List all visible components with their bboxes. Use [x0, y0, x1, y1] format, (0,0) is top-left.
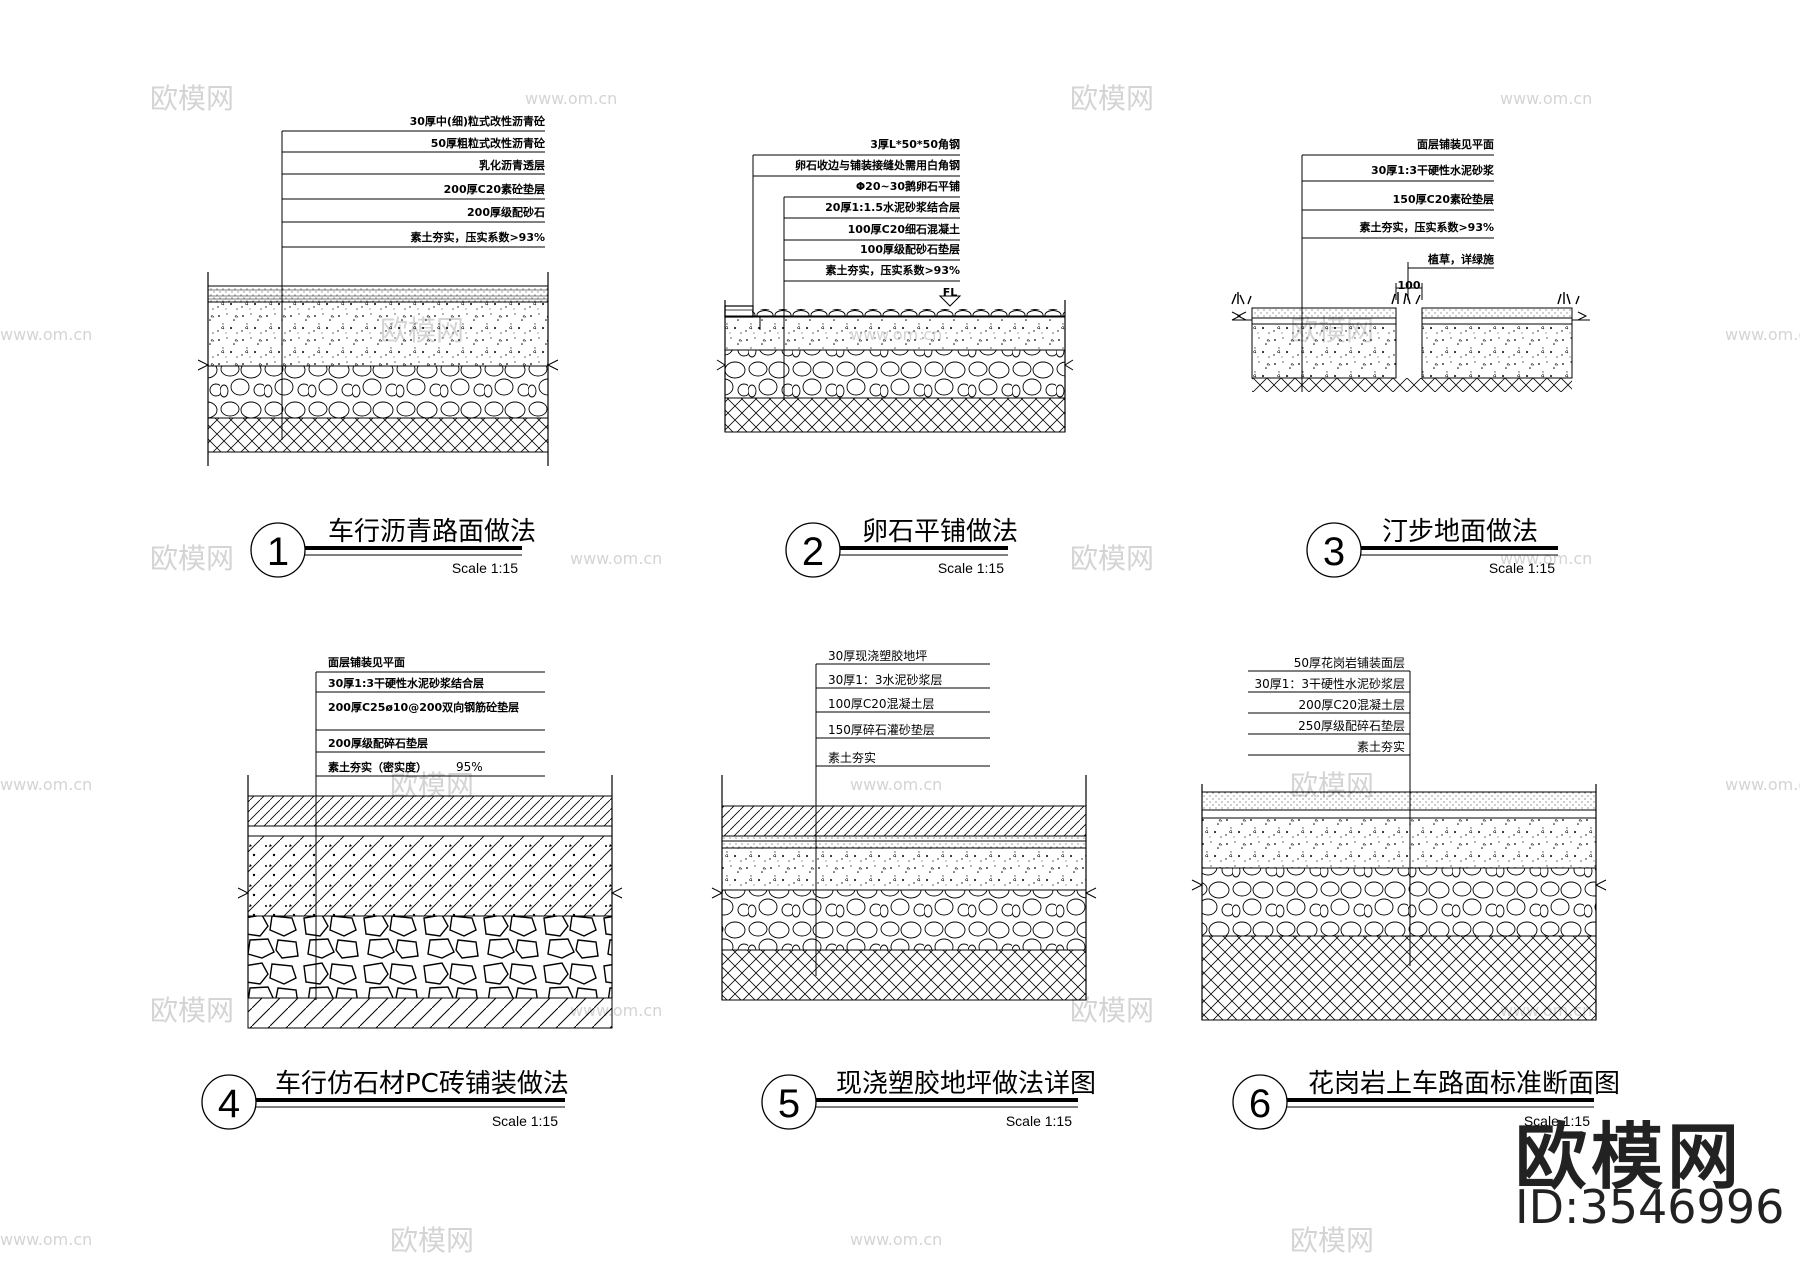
svg-text:www.om.cn: www.om.cn	[0, 325, 92, 344]
detail-3-title: 汀步地面做法	[1382, 517, 1538, 547]
detail-3-section	[1231, 155, 1590, 392]
detail-3-label-4: 素土夯实，压实系数>93%	[1359, 220, 1494, 234]
detail-5-title-block: 5	[761, 1074, 1078, 1130]
detail-6-label-5: 素土夯实	[1357, 739, 1405, 754]
detail-1-label-1: 30厚中(细)粒式改性沥青砼	[410, 114, 546, 128]
svg-text:欧模网: 欧模网	[390, 1224, 474, 1257]
detail-4-title: 车行仿石材PC砖铺装做法	[275, 1069, 569, 1099]
svg-text:欧模网: 欧模网	[150, 82, 234, 115]
detail-2-leaders	[753, 154, 960, 282]
detail-4-label-4: 200厚级配碎石垫层	[328, 736, 428, 750]
detail-5-scale: Scale 1:15	[1006, 1113, 1072, 1129]
detail-5-label-3: 100厚C20混凝土层	[828, 696, 935, 711]
detail-6-scale: Scale 1:15	[1524, 1113, 1590, 1129]
detail-1-number: 1	[267, 530, 289, 574]
brand-logo: 欧模网	[1515, 1115, 1744, 1199]
detail-6-section	[1191, 671, 1607, 1021]
detail-1-label-3: 乳化沥青透层	[479, 158, 545, 172]
detail-2-label-5: 100厚C20细石混凝土	[848, 222, 960, 236]
detail-3-label-1: 面层铺装见平面	[1417, 137, 1494, 151]
detail-4-number: 4	[218, 1082, 240, 1126]
detail-2-section	[716, 155, 1074, 433]
detail-5-label-4: 150厚碎石灌砂垫层	[828, 722, 935, 737]
detail-4-section	[237, 672, 623, 1029]
detail-2-label-6: 100厚级配砂石垫层	[860, 242, 960, 256]
detail-2-label-7: 素土夯实，压实系数>93%	[825, 263, 960, 277]
detail-5-label-2: 30厚1：3水泥砂浆层	[828, 672, 943, 687]
detail-2-title-block: 2	[785, 522, 1008, 578]
svg-text:www.om.cn: www.om.cn	[1725, 325, 1800, 344]
detail-2-label-3: Φ20~30鹅卵石平铺	[856, 179, 960, 193]
svg-text:www.om.cn: www.om.cn	[0, 775, 92, 794]
svg-text:欧模网: 欧模网	[1070, 542, 1154, 575]
detail-6-title-block: 6	[1232, 1074, 1594, 1130]
svg-text:www.om.cn: www.om.cn	[525, 89, 617, 108]
detail-5-leaders	[816, 663, 990, 767]
detail-6-label-2: 30厚1：3干硬性水泥砂浆层	[1254, 676, 1405, 691]
detail-5-number: 5	[778, 1082, 800, 1126]
detail-3-leaders	[1302, 154, 1494, 269]
detail-6-label-4: 250厚级配碎石垫层	[1298, 718, 1405, 733]
detail-5-title: 现浇塑胶地坪做法详图	[836, 1069, 1096, 1099]
detail-5-section	[711, 664, 1097, 1001]
detail-2-fl-marker: FL	[943, 286, 958, 299]
detail-2-label-2: 卵石收边与铺装接缝处需用白角钢	[795, 158, 960, 172]
detail-1-title: 车行沥青路面做法	[328, 517, 536, 547]
svg-text:www.om.cn: www.om.cn	[570, 549, 662, 568]
detail-1-scale: Scale 1:15	[452, 560, 518, 576]
detail-2-number: 2	[802, 530, 824, 574]
detail-3-title-block: 3	[1306, 522, 1558, 578]
detail-1-label-5: 200厚级配砂石	[467, 205, 545, 219]
svg-text:欧模网: 欧模网	[1290, 1224, 1374, 1257]
detail-6-label-3: 200厚C20混凝土层	[1298, 697, 1405, 712]
detail-2-label-4: 20厚1:1.5水泥砂浆结合层	[825, 200, 960, 214]
detail-4-title-block: 4	[201, 1074, 565, 1130]
detail-3-scale: Scale 1:15	[1489, 560, 1555, 576]
svg-text:欧模网: 欧模网	[1070, 82, 1154, 115]
svg-text:www.om.cn: www.om.cn	[1725, 775, 1800, 794]
svg-text:www.om.cn: www.om.cn	[850, 775, 942, 794]
detail-2-title: 卵石平铺做法	[862, 517, 1018, 547]
svg-text:欧模网: 欧模网	[150, 994, 234, 1027]
detail-6-title: 花岗岩上车路面标准断面图	[1308, 1069, 1620, 1099]
svg-text:www.om.cn: www.om.cn	[1500, 89, 1592, 108]
detail-4-label-5: 素土夯实（密实度）	[328, 760, 427, 774]
detail-4-label-1: 面层铺装见平面	[328, 655, 405, 669]
detail-4-label-6: 95%	[456, 760, 483, 774]
detail-1-label-2: 50厚粗粒式改性沥青砼	[431, 136, 546, 150]
detail-5-label-1: 30厚现浇塑胶地坪	[828, 648, 927, 663]
detail-1-leaders	[282, 130, 545, 248]
detail-4-leaders	[316, 671, 545, 777]
detail-6-label-1: 50厚花岗岩铺装面层	[1294, 655, 1405, 670]
detail-1-title-block: 1	[250, 522, 522, 578]
svg-text:欧模网: 欧模网	[150, 542, 234, 575]
detail-3-number: 3	[1323, 530, 1345, 574]
detail-4-scale: Scale 1:15	[492, 1113, 558, 1129]
detail-2-scale: Scale 1:15	[938, 560, 1004, 576]
detail-3-label-2: 30厚1:3干硬性水泥砂浆	[1371, 163, 1495, 177]
detail-3-label-3: 150厚C20素砼垫层	[1393, 192, 1494, 206]
detail-3-dimension: 100	[1398, 279, 1421, 292]
detail-5-label-5: 素土夯实	[828, 750, 876, 765]
detail-6-leaders	[1248, 670, 1410, 756]
detail-2-label-1: 3厚L*50*50角钢	[870, 137, 960, 151]
brand-id: ID:3546996	[1515, 1180, 1785, 1234]
detail-4-label-2: 30厚1:3干硬性水泥砂浆结合层	[328, 676, 484, 690]
svg-text:www.om.cn: www.om.cn	[1500, 549, 1592, 568]
svg-text:www.om.cn: www.om.cn	[850, 1230, 942, 1249]
detail-6-number: 6	[1249, 1082, 1271, 1126]
detail-4-label-3: 200厚C25ø10@200双向钢筋砼垫层	[328, 700, 519, 714]
svg-text:www.om.cn: www.om.cn	[0, 1230, 92, 1249]
detail-1-section	[197, 131, 559, 466]
detail-1-label-6: 素土夯实，压实系数>93%	[410, 230, 545, 244]
detail-3-label-5: 植草，详绿施	[1427, 252, 1494, 266]
detail-1-label-4: 200厚C20素砼垫层	[444, 182, 545, 196]
